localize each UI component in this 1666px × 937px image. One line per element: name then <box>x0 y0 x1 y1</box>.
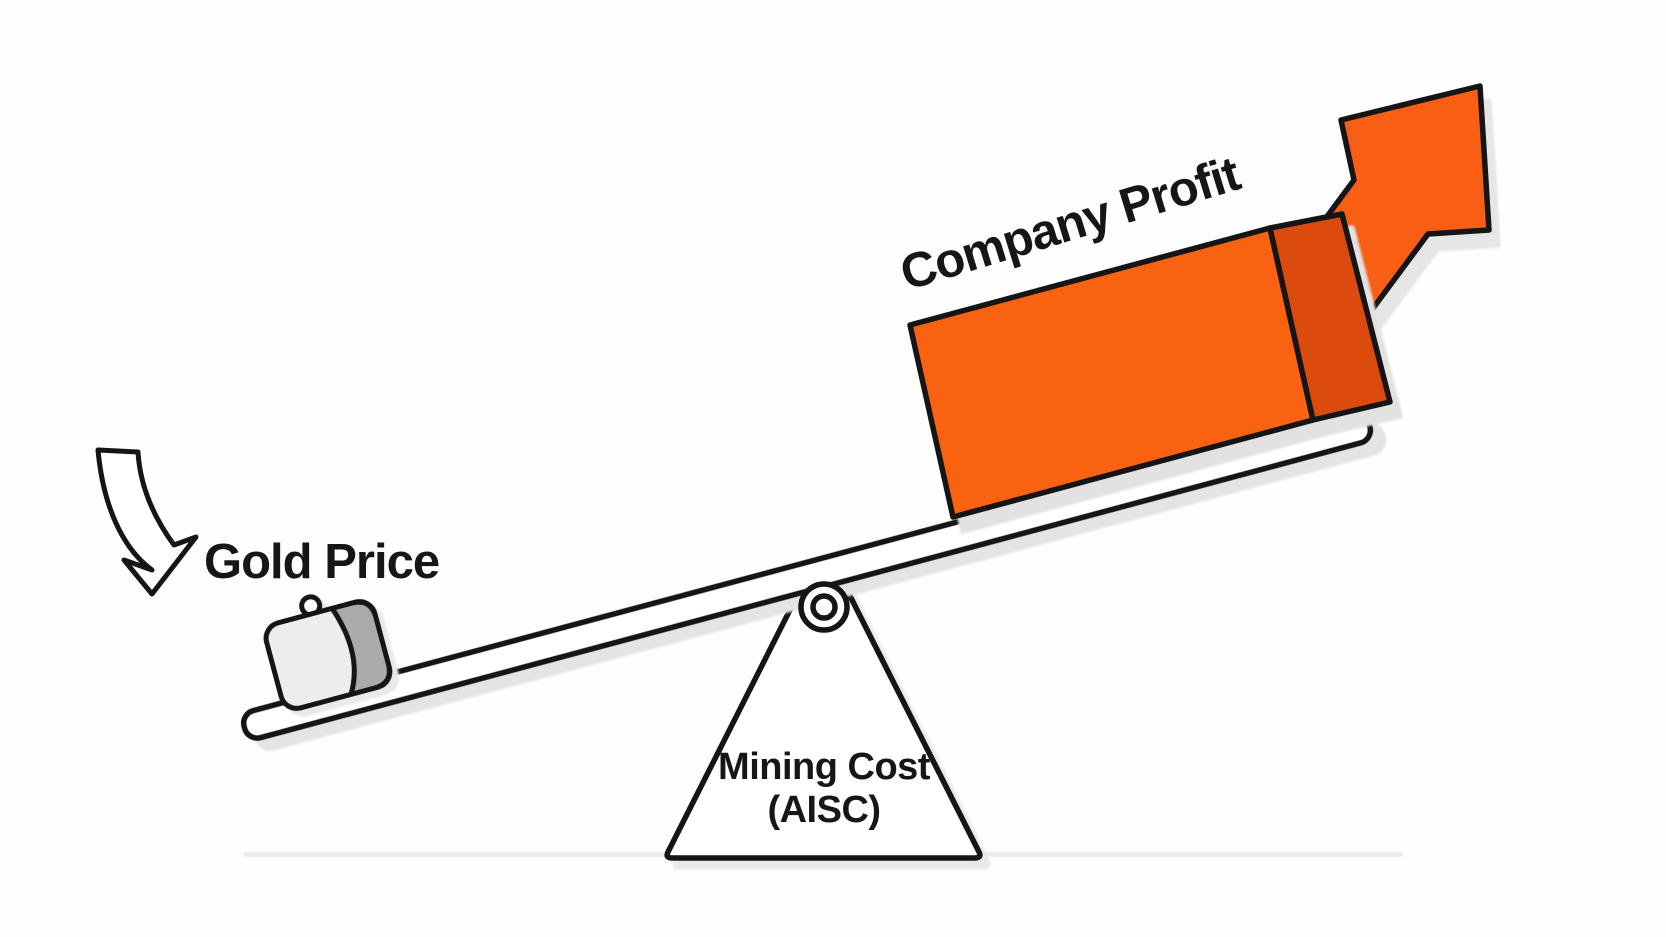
pivot-inner-ring <box>810 593 838 621</box>
gold-price-label: Gold Price <box>204 535 440 589</box>
weight-icon <box>263 594 393 711</box>
mining-cost-label: Mining Cost <box>718 746 930 788</box>
weight-side-face <box>329 599 392 697</box>
down-curved-arrow-icon <box>95 447 199 597</box>
profit-box-side-face <box>1267 211 1393 423</box>
profit-box <box>907 211 1393 520</box>
pivot-circle <box>798 581 850 633</box>
aisc-label: (AISC) <box>767 789 881 831</box>
